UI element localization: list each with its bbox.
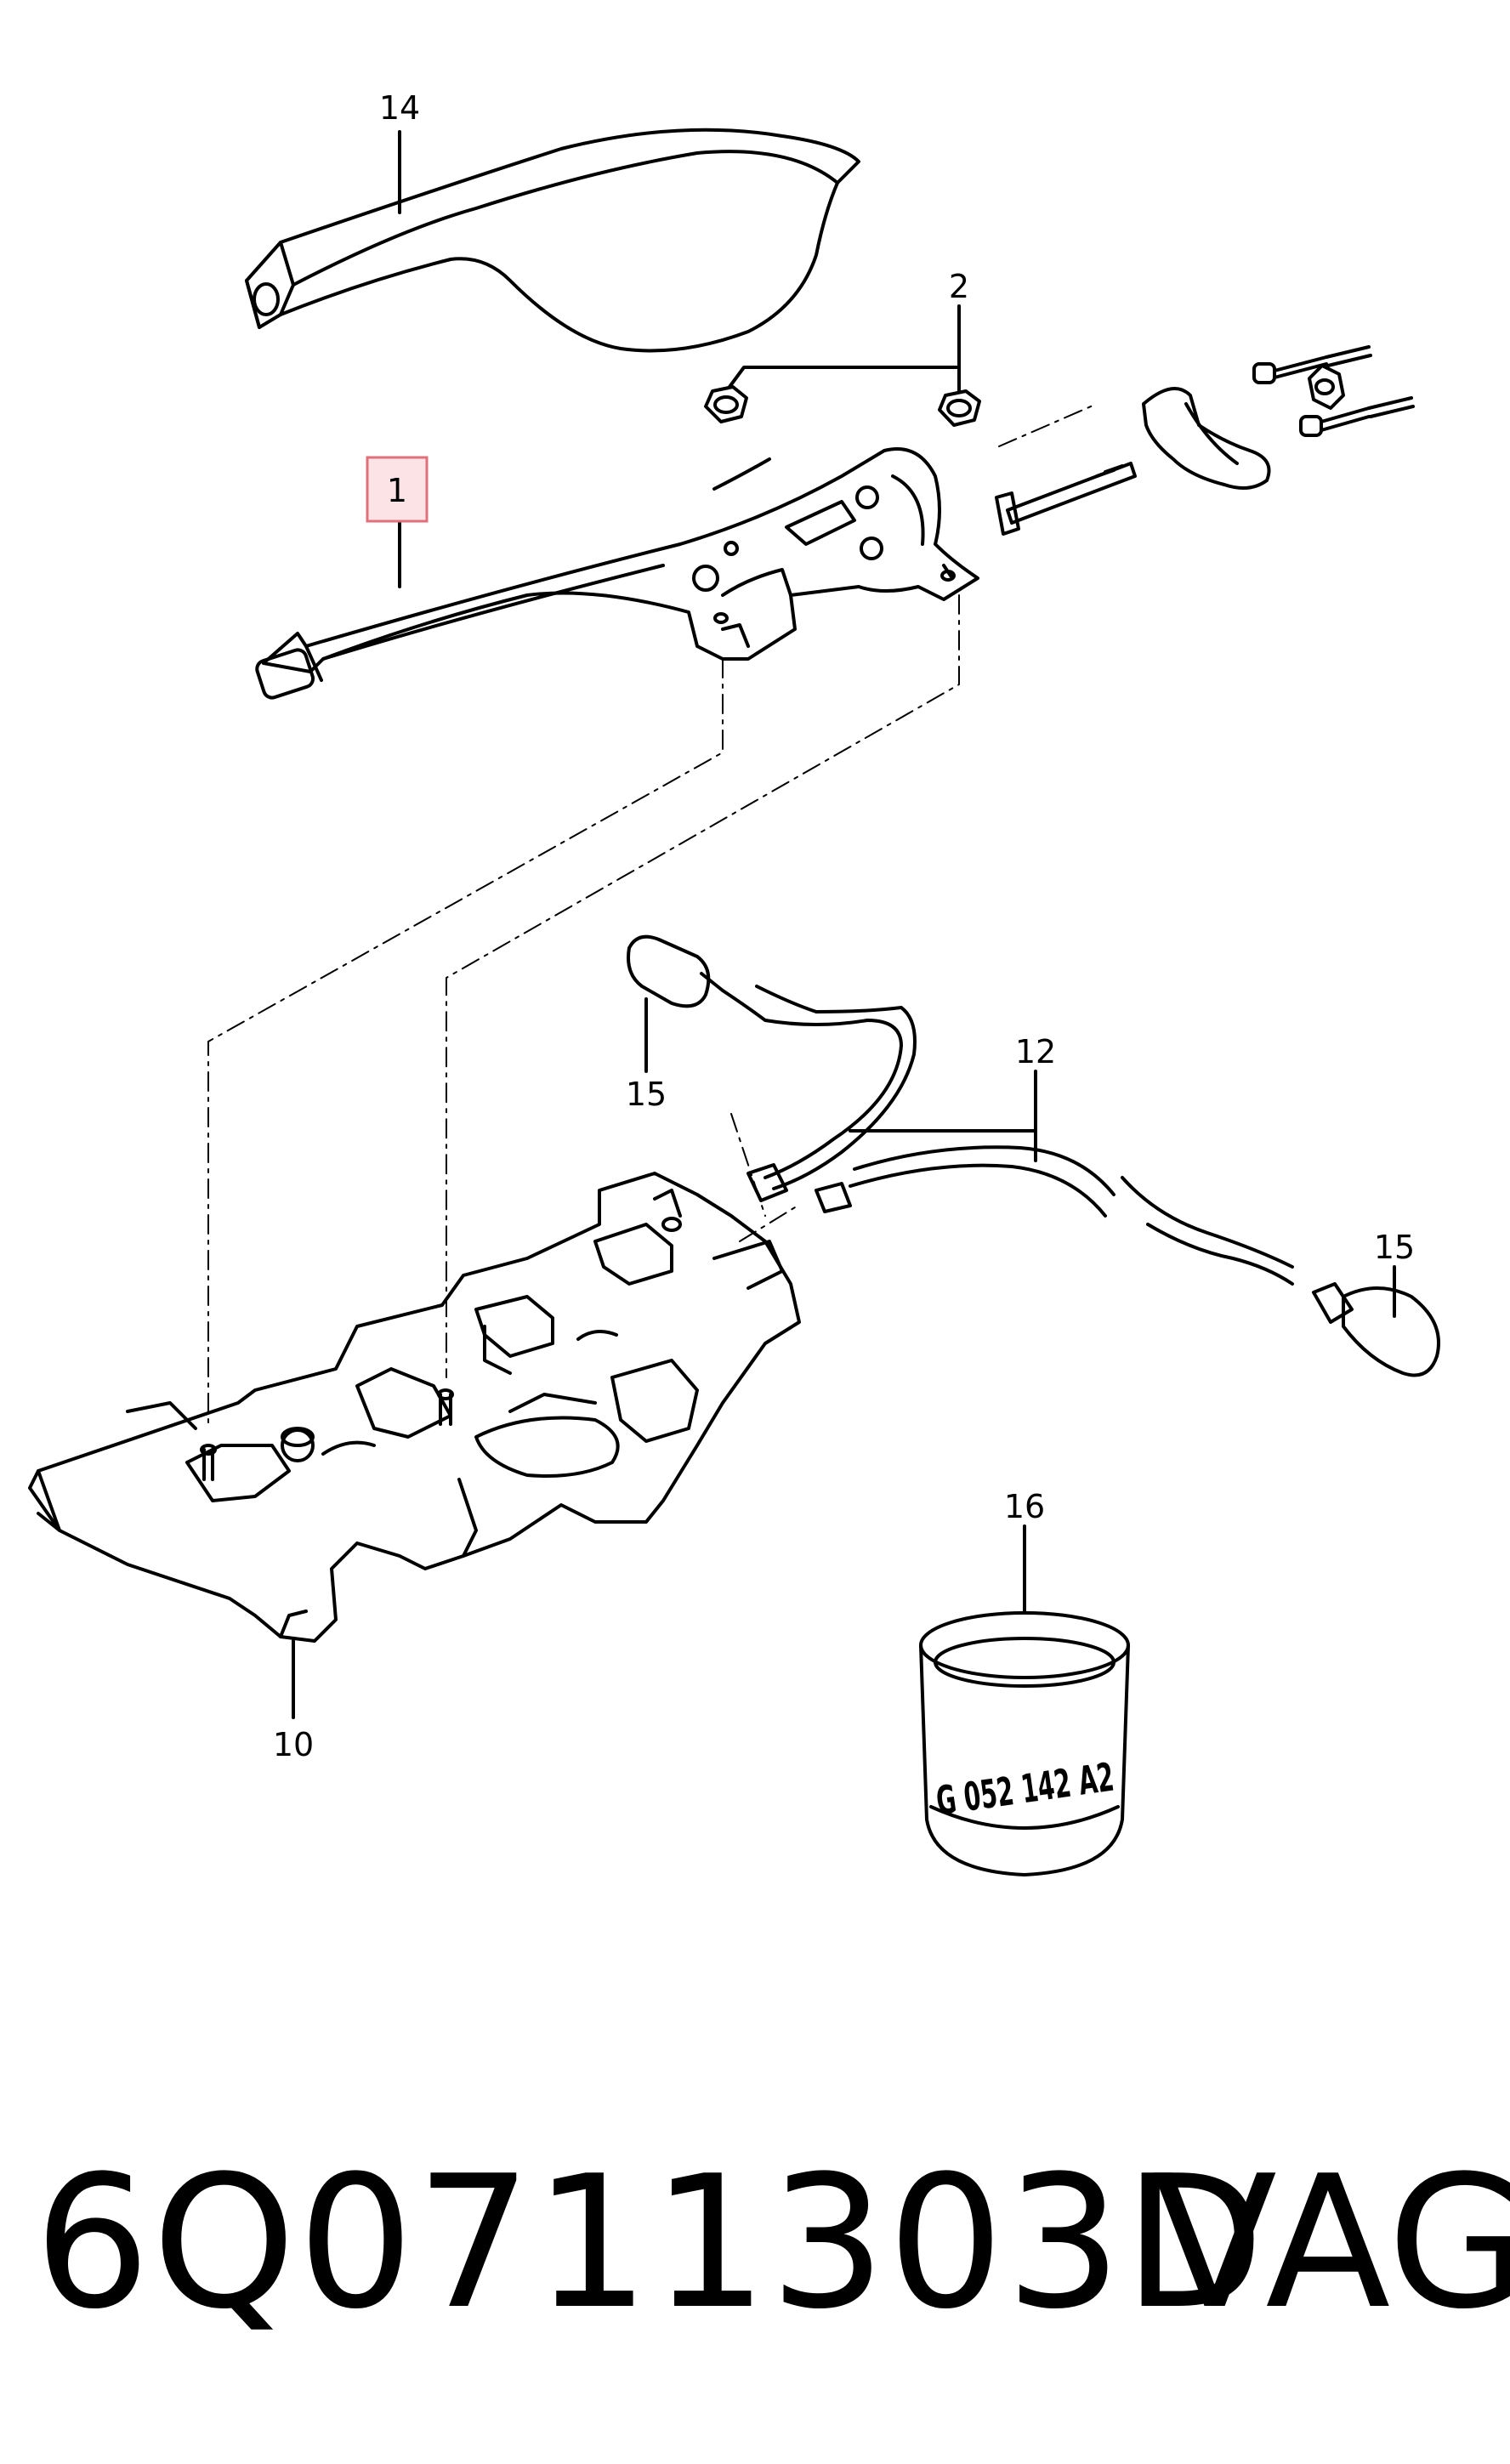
callout-1-highlight — [366, 456, 429, 523]
handbrake-lever — [255, 447, 979, 700]
brake-cables — [721, 985, 1294, 1286]
grease-tin-label: G 052 142 A2 — [934, 1754, 1116, 1825]
callout-16: 16 — [1004, 1488, 1045, 1525]
callout-15-lower: 15 — [1374, 1229, 1415, 1266]
callout-15-upper: 15 — [626, 1076, 667, 1113]
alignment-lines — [207, 403, 1098, 1429]
part-number: 6Q0711303D — [34, 2136, 1267, 2349]
handle-grip-cover — [245, 128, 860, 353]
leader-12 — [849, 1070, 1037, 1162]
callout-1: 1 — [387, 472, 407, 509]
callout-14: 14 — [379, 89, 420, 127]
grease-tin — [919, 1611, 1130, 1876]
callout-2: 2 — [949, 268, 969, 305]
mounting-bracket — [28, 1172, 801, 1643]
nut-left — [704, 385, 748, 423]
leader-2 — [728, 304, 961, 393]
nut-right — [938, 389, 981, 427]
callout-12: 12 — [1015, 1033, 1056, 1070]
bolt-and-clamp — [995, 345, 1415, 536]
cable-end-boot-upper — [627, 934, 724, 1008]
callout-10: 10 — [273, 1726, 314, 1763]
brand-name: VAG — [1152, 2136, 1510, 2349]
cable-end-boot-lower — [1312, 1282, 1440, 1377]
